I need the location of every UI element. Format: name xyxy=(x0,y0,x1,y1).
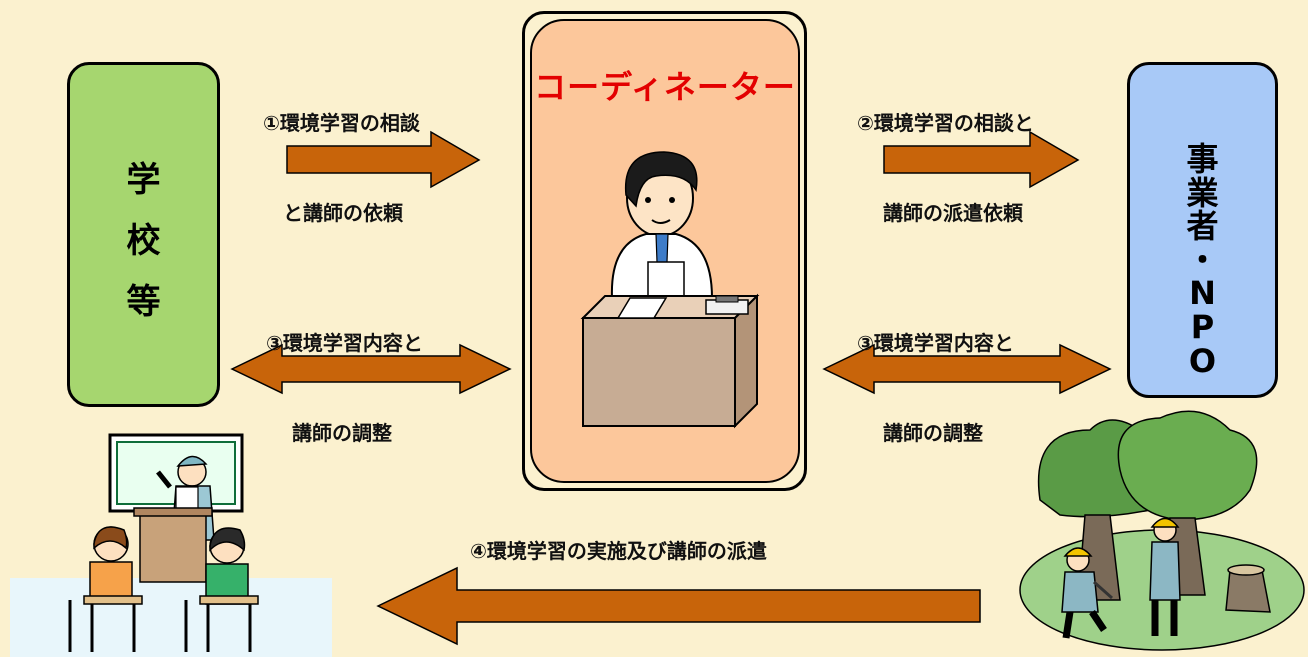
step3-right-label: ③環境学習内容と 講師の調整 xyxy=(857,268,1014,508)
step3-left-line1: ③環境学習内容と xyxy=(266,331,423,355)
arrow-step3-left xyxy=(230,343,512,395)
npo-char: O xyxy=(1188,341,1217,380)
npo-char: N xyxy=(1189,274,1216,313)
arrow-step3-right xyxy=(822,343,1112,395)
npo-char: 事 xyxy=(1186,140,1219,178)
arrow-step4 xyxy=(376,566,981,646)
step1-line2: と講師の依頼 xyxy=(283,201,403,225)
school-box: 学 校 等 xyxy=(67,62,220,407)
npo-char: 業 xyxy=(1186,173,1219,212)
step3-left-label: ③環境学習内容と 講師の調整 xyxy=(266,268,423,508)
school-char: 等 xyxy=(126,281,161,322)
npo-char: 者 xyxy=(1186,207,1219,246)
npo-label: 事 業 者 ・ N P O xyxy=(1130,140,1275,380)
step3-right-line2: 講師の調整 xyxy=(883,421,983,445)
npo-char: P xyxy=(1190,307,1215,346)
school-char: 校 xyxy=(126,220,161,261)
coordinator-title: コーディネーター xyxy=(534,68,796,106)
step2-label: ②環境学習の相談と 講師の派遣依頼 xyxy=(857,48,1034,288)
step1-line1: ①環境学習の相談 xyxy=(263,111,420,135)
school-label: 学 校 等 xyxy=(70,150,217,332)
step2-line1: ②環境学習の相談と xyxy=(857,111,1034,135)
school-char: 学 xyxy=(126,160,161,200)
step3-left-line2: 講師の調整 xyxy=(292,421,392,445)
arrow-step1 xyxy=(286,130,481,189)
step3-right-line1: ③環境学習内容と xyxy=(857,331,1014,355)
npo-box: 事 業 者 ・ N P O xyxy=(1127,62,1278,398)
step2-line2: 講師の派遣依頼 xyxy=(883,201,1023,225)
arrow-step2 xyxy=(883,130,1080,189)
step1-label: ①環境学習の相談 と講師の依頼 xyxy=(263,48,420,288)
classroom-illustration xyxy=(10,433,332,657)
forest-workers-illustration xyxy=(1019,410,1305,651)
step4-label: ④環境学習の実施及び講師の派遣 xyxy=(470,539,767,563)
npo-char: ・ xyxy=(1186,240,1219,279)
